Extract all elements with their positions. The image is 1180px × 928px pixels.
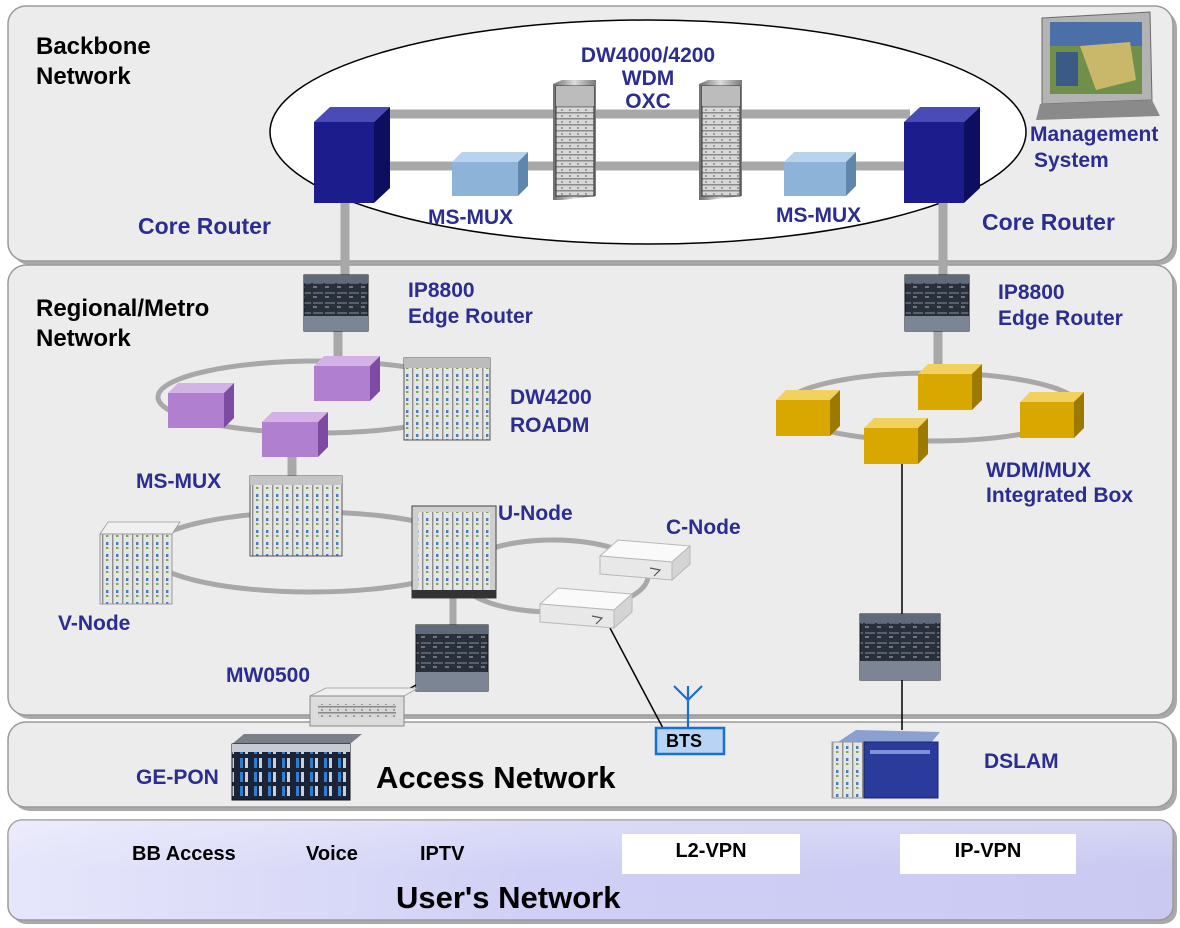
roadm-shelf-device [403, 357, 491, 441]
c-node-label: C-Node [666, 516, 741, 539]
bts-label: BTS [666, 731, 702, 751]
wdm-box-c [1020, 392, 1084, 438]
regional-layer-panel [7, 264, 1177, 719]
wdm-box-a [776, 390, 840, 436]
ge-pon-label: GE-PON [136, 766, 219, 789]
edge-router-right-device [904, 274, 970, 332]
purple-node-c [262, 412, 328, 457]
u-node-router-device [415, 624, 489, 692]
wdm-box-d [864, 418, 928, 464]
dslam-router-device [859, 613, 941, 681]
service-voice: Voice [306, 843, 358, 865]
mw0500-label: MW0500 [226, 664, 311, 687]
c-node-device-a [598, 539, 692, 582]
core-router-left-device [314, 107, 390, 203]
u-node-label: U-Node [498, 502, 573, 525]
ms-mux-backbone-right-label: MS-MUX [776, 204, 862, 227]
wdm-oxc-rack-left [553, 80, 596, 200]
dslam-label: DSLAM [984, 750, 1059, 773]
ms-mux-backbone-right-device [784, 152, 856, 196]
service-bb-access: BB Access [132, 843, 236, 865]
core-router-left-label: Core Router [138, 213, 271, 239]
mw0500-device [309, 687, 420, 727]
access-layer-title: Access Network [376, 760, 616, 795]
v-node-device [99, 521, 181, 605]
metro-ms-mux-label: MS-MUX [136, 470, 222, 493]
c-node-device-b [538, 587, 634, 630]
wdm-oxc-rack-right [699, 80, 742, 200]
purple-node-a [168, 383, 234, 428]
management-system-monitor [1036, 11, 1160, 120]
bts-box [654, 726, 726, 756]
core-router-right-label: Core Router [982, 209, 1115, 235]
ip-vpn-box [900, 834, 1076, 874]
service-ip-vpn: IP-VPN [954, 840, 1022, 862]
l2-vpn-box [622, 834, 800, 874]
wdm-box-b [918, 364, 982, 410]
bts-antenna-icon [673, 685, 703, 730]
edge-router-left-device [303, 274, 369, 332]
u-node-device [411, 505, 497, 599]
dslam-device [831, 730, 940, 799]
core-router-right-device [904, 107, 980, 203]
service-l2-vpn: L2-VPN [675, 840, 747, 862]
user-layer-title: User's Network [396, 880, 621, 915]
user-layer-panel [7, 819, 1177, 924]
ms-mux-backbone-left-device [452, 152, 528, 196]
purple-node-b [314, 356, 380, 401]
ge-pon-device [231, 734, 362, 801]
metro-ms-mux-shelf [249, 475, 343, 557]
service-iptv: IPTV [420, 843, 465, 865]
ms-mux-backbone-left-label: MS-MUX [428, 206, 514, 229]
v-node-label: V-Node [58, 612, 131, 635]
